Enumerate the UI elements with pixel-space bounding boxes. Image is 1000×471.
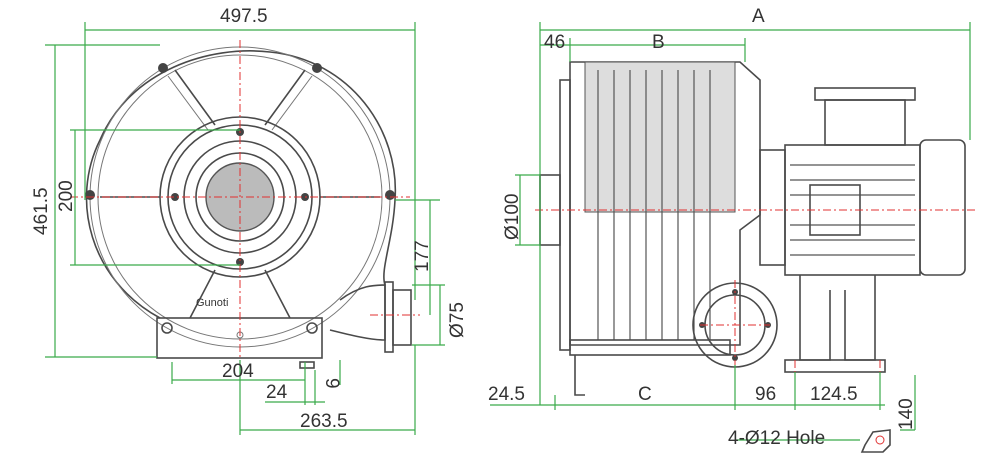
side-dimensions: A 46 B Ø100 24.5 C 96 124.5 140 4-Ø12 Ho… bbox=[488, 6, 971, 453]
width-dimension: 497.5 bbox=[220, 6, 268, 27]
offset-dimension: 46 bbox=[544, 32, 565, 53]
outlet-flange bbox=[329, 281, 412, 353]
outlet-diameter-dimension: Ø75 bbox=[447, 302, 468, 338]
blower-housing bbox=[539, 61, 761, 396]
inlet-circle-dimension: 200 bbox=[56, 180, 77, 212]
c-dimension: C bbox=[638, 384, 652, 405]
motor bbox=[759, 87, 966, 373]
outlet-height-dimension: 177 bbox=[412, 240, 433, 272]
base-offset-dimension: 24.5 bbox=[488, 384, 525, 405]
slot-height-dimension: 9 bbox=[321, 378, 342, 389]
height-dimension: 461.5 bbox=[31, 187, 52, 235]
slot-dimension: 24 bbox=[266, 382, 288, 403]
outlet-offset-dimension: 263.5 bbox=[300, 411, 348, 432]
foot-hole-detail bbox=[860, 429, 891, 453]
hole-icon bbox=[875, 435, 885, 445]
foot-spacing-dimension: 124.5 bbox=[810, 384, 858, 405]
front-view: Gunoti 497.5 461.5 200 177 Ø75 204 24 9 … bbox=[31, 6, 468, 435]
base-width-dimension: 204 bbox=[222, 361, 254, 382]
overall-length-dimension: A bbox=[752, 6, 765, 27]
brand-mark: Gunoti bbox=[196, 297, 228, 309]
housing-dimension: B bbox=[652, 32, 665, 53]
foot-offset-dimension: 96 bbox=[755, 384, 776, 405]
side-view: A 46 B Ø100 24.5 C 96 124.5 140 4-Ø12 Ho… bbox=[488, 6, 975, 453]
front-dimensions: 497.5 461.5 200 177 Ø75 204 24 9 263.5 bbox=[31, 6, 468, 435]
foot-depth-dimension: 140 bbox=[896, 398, 917, 430]
hole-note: 4-Ø12 Hole bbox=[728, 428, 825, 449]
inlet-diameter-dimension: Ø100 bbox=[502, 194, 523, 240]
